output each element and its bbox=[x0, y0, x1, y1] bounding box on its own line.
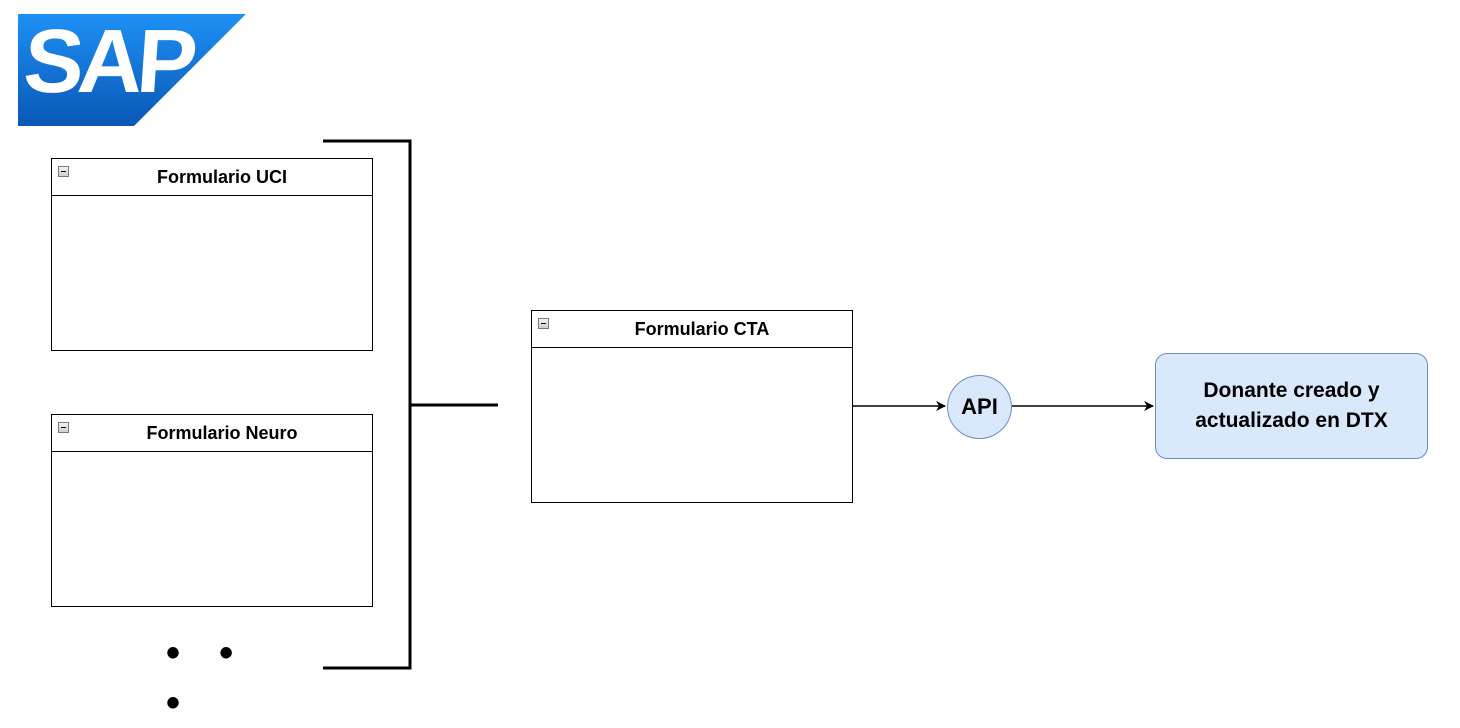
formulario-uci-title: Formulario UCI bbox=[156, 167, 287, 187]
formulario-uci-body bbox=[52, 196, 372, 350]
result-node: Donante creado y actualizado en DTX bbox=[1155, 353, 1428, 459]
sap-logo-background bbox=[18, 14, 246, 126]
formulario-neuro-container: Formulario Neuro bbox=[51, 414, 373, 607]
api-node: API bbox=[947, 375, 1012, 439]
formulario-uci-header: Formulario UCI bbox=[52, 159, 372, 196]
collapse-icon[interactable] bbox=[538, 318, 549, 329]
formulario-neuro-body bbox=[52, 452, 372, 606]
formulario-neuro-header: Formulario Neuro bbox=[52, 415, 372, 452]
formulario-neuro-title: Formulario Neuro bbox=[146, 423, 298, 443]
more-forms-ellipsis: • • • bbox=[166, 631, 248, 725]
formulario-cta-title: Formulario CTA bbox=[634, 319, 770, 339]
formulario-uci-container: Formulario UCI bbox=[51, 158, 373, 351]
formulario-cta-body bbox=[532, 348, 852, 502]
formulario-cta-container: Formulario CTA bbox=[531, 310, 853, 503]
formulario-cta-header: Formulario CTA bbox=[532, 311, 852, 348]
collapse-icon[interactable] bbox=[58, 166, 69, 177]
connectors bbox=[323, 139, 1154, 670]
result-label: Donante creado y actualizado en DTX bbox=[1195, 379, 1388, 432]
collapse-icon[interactable] bbox=[58, 422, 69, 433]
sap-logo: SAP bbox=[18, 12, 246, 126]
sap-logo-shape bbox=[18, 14, 246, 126]
